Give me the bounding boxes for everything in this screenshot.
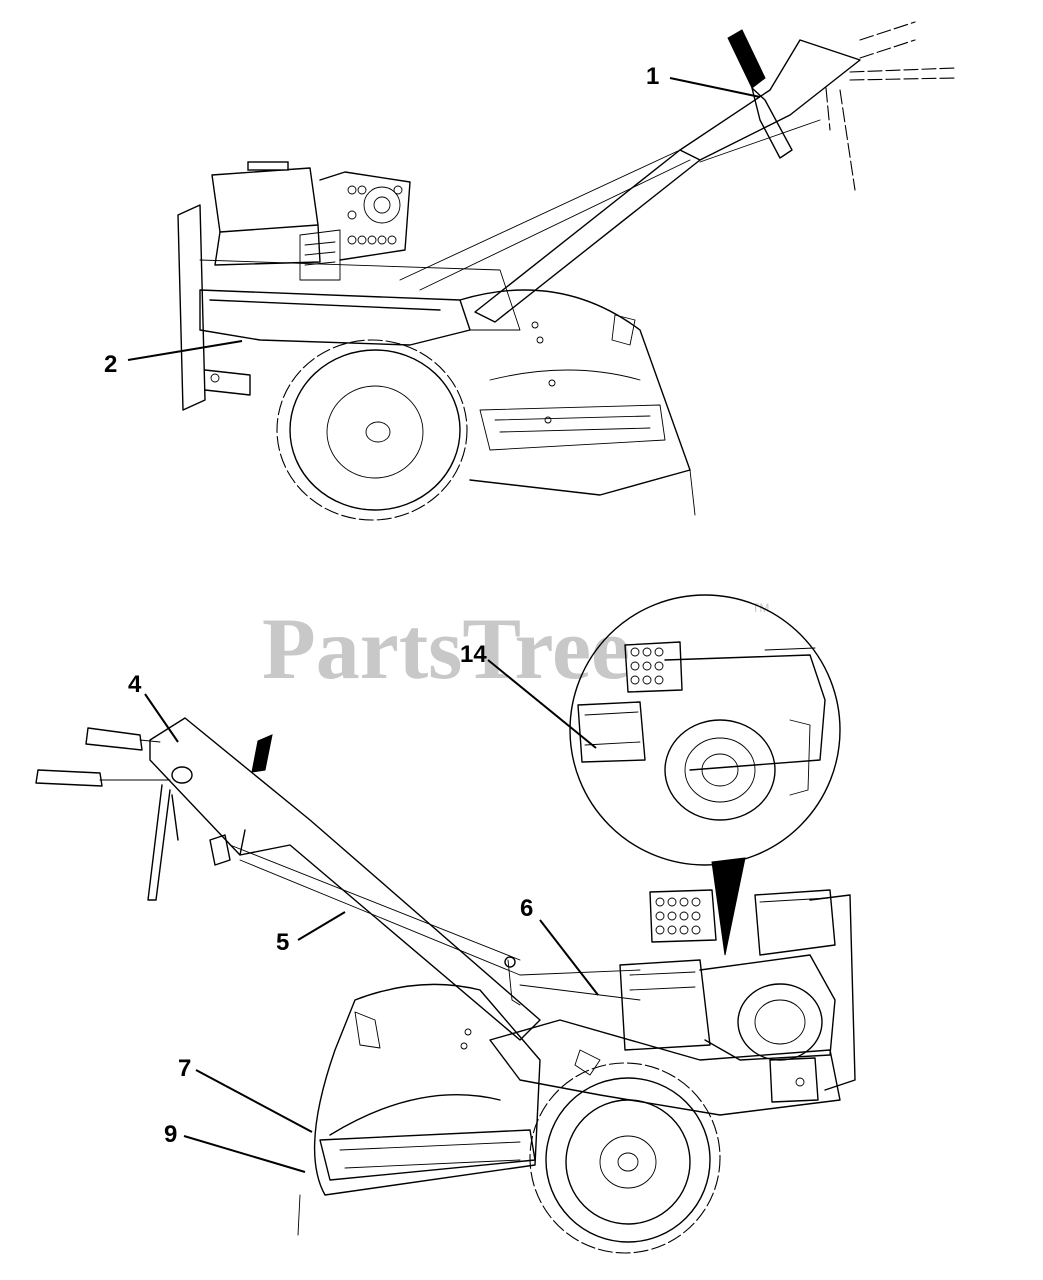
callout-6: 6: [520, 895, 533, 922]
top-tine-hood: [459, 289, 696, 516]
callout-7: 7: [178, 1055, 191, 1082]
engine-detail-inset: [569, 594, 841, 956]
callout-9: 9: [164, 1121, 177, 1148]
top-frame: [177, 204, 544, 411]
top-engine: [211, 161, 411, 281]
top-wheel: [276, 339, 468, 521]
callout-2: 2: [104, 351, 117, 378]
callout-5: 5: [276, 929, 289, 956]
top-handlebar: [399, 21, 956, 323]
callout-labels: 1 2 4 5 6 7 9 14: [104, 63, 659, 1148]
callout-14: 14: [460, 641, 487, 668]
callout-leaders: [127, 77, 761, 1173]
bottom-wheel: [529, 1062, 721, 1254]
bottom-handlebar: [35, 717, 541, 1041]
callout-1: 1: [646, 63, 659, 90]
bottom-frame: [489, 894, 856, 1116]
watermark-trademark: TM: [752, 601, 769, 615]
callout-4: 4: [128, 671, 142, 698]
watermark-text: PartsTree: [262, 601, 630, 698]
bottom-engine: [519, 889, 836, 1076]
top-tiller-illustration: [177, 21, 956, 521]
bottom-tiller-illustration: [35, 594, 856, 1254]
bottom-tine-hood: [297, 983, 541, 1236]
